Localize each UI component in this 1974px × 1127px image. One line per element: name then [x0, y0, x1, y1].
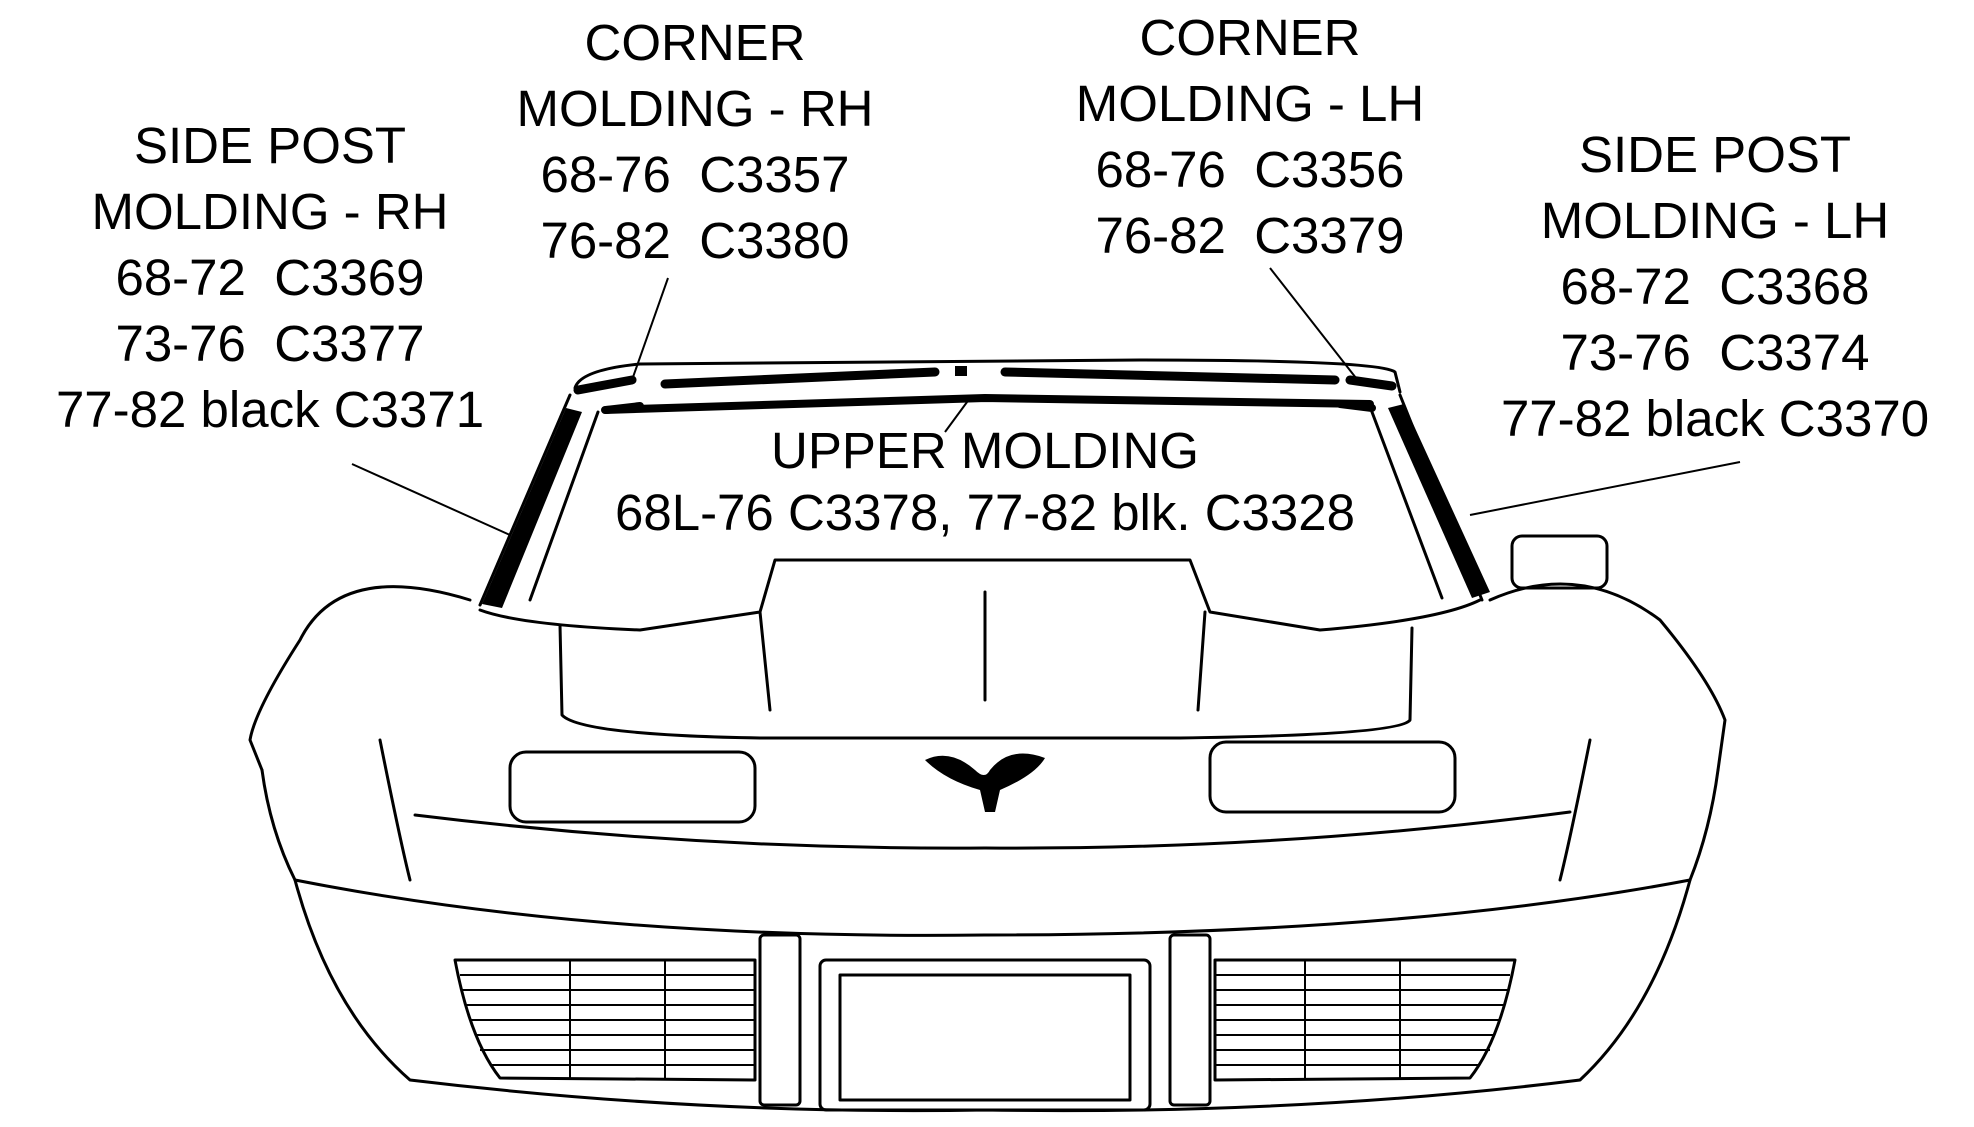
part-number: 77-82 black C3370 — [1500, 390, 1930, 447]
lower-valance — [293, 878, 1692, 1113]
label-title: MOLDING - RH — [516, 80, 874, 137]
grille-left-outline — [453, 958, 757, 1082]
bumper-top — [378, 738, 1592, 882]
corner-molding-lh — [1345, 375, 1397, 391]
park-light-right — [1208, 740, 1457, 814]
hood-crease-right — [1196, 610, 1207, 712]
label-title: MOLDING - LH — [1540, 192, 1890, 249]
side-post-molding-lh — [1388, 404, 1490, 598]
license-plate — [838, 973, 1132, 1102]
hood-crease-left — [758, 610, 772, 712]
fender-right — [1488, 582, 1727, 772]
leader-upper — [944, 397, 971, 433]
bumper-guard-left — [758, 933, 802, 1107]
body-side-left — [260, 768, 297, 882]
part-number: 73-76 C3377 — [115, 315, 425, 372]
part-number: 68-76 C3357 — [540, 146, 850, 203]
label-corner-lh: CORNER MOLDING - LH 68-76 C3356 76-82 C3… — [1010, 5, 1490, 269]
fender-mirror — [1510, 534, 1609, 590]
fender-left — [248, 585, 472, 772]
windshield-outer — [478, 393, 572, 607]
label-title: SIDE POST — [133, 117, 407, 174]
windshield-inner — [528, 410, 1444, 602]
label-title: UPPER MOLDING — [771, 422, 1199, 479]
bumper-crease — [413, 810, 1572, 850]
label-corner-rh: CORNER MOLDING - RH 68-76 C3357 76-82 C3… — [455, 10, 935, 274]
part-number: 76-82 C3380 — [540, 212, 850, 269]
label-side-post-rh: SIDE POST MOLDING - RH 68-72 C3369 73-76… — [10, 113, 530, 443]
side-post-molding-rh — [482, 408, 582, 608]
part-number: 73-76 C3374 — [1560, 324, 1870, 381]
grille-left-bars — [460, 960, 755, 1080]
roof-strip-right — [1000, 367, 1340, 385]
label-title: MOLDING - LH — [1075, 75, 1425, 132]
roof-strip-left — [660, 367, 940, 389]
bumper-line — [293, 878, 1692, 937]
part-number: 68L-76 C3378, 77-82 blk. C3328 — [614, 484, 1356, 541]
label-upper-molding: UPPER MOLDING 68L-76 C3378, 77-82 blk. C… — [560, 420, 1410, 544]
roof-line — [573, 358, 1402, 394]
license-plate-frame — [818, 958, 1152, 1112]
label-title: CORNER — [1139, 9, 1361, 66]
crossed-flags-emblem — [925, 753, 1045, 812]
part-number: 68-72 C3368 — [1560, 258, 1870, 315]
upper-molding — [601, 394, 1374, 414]
corner-molding-rh-lower — [602, 402, 644, 414]
park-light-left — [508, 750, 757, 824]
leader-side-post-rh — [351, 463, 511, 536]
leader-corner-rh — [631, 277, 669, 381]
leader-side-post-lh — [1469, 461, 1741, 516]
label-title: SIDE POST — [1578, 126, 1852, 183]
label-side-post-lh: SIDE POST MOLDING - LH 68-72 C3368 73-76… — [1460, 122, 1970, 452]
corner-molding-rh — [573, 375, 637, 395]
hood-bulge — [558, 623, 1414, 740]
corner-molding-lh-lower — [1336, 400, 1376, 412]
body-side-right — [1688, 768, 1720, 882]
label-title: MOLDING - RH — [91, 183, 449, 240]
bumper-guard-right — [1168, 933, 1212, 1107]
hood-front-edge — [478, 558, 1482, 632]
part-number: 68-76 C3356 — [1095, 141, 1405, 198]
roof-center-clip — [955, 366, 967, 376]
part-number: 77-82 black C3371 — [55, 381, 485, 438]
label-title: CORNER — [584, 14, 806, 71]
part-number: 76-82 C3379 — [1095, 207, 1405, 264]
part-number: 68-72 C3369 — [115, 249, 425, 306]
grille-right-bars — [1215, 960, 1510, 1080]
leader-corner-lh — [1269, 267, 1357, 379]
